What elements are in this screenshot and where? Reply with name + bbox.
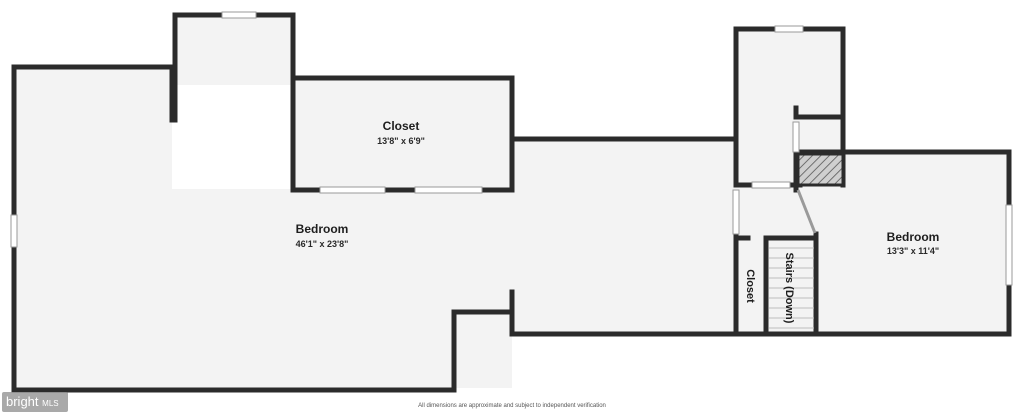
room-label-stairs: Stairs (Down)	[783, 253, 795, 324]
room-dims-bedroom-main: 46'1" x 23'8"	[296, 239, 349, 249]
room-label-closet-top: Closet	[383, 119, 420, 133]
floor-fill	[16, 15, 1009, 388]
watermark-text: bright	[6, 394, 39, 409]
door-line	[796, 189, 817, 234]
stair-treads	[769, 247, 814, 329]
disclaimer-text: All dimensions are approximate and subje…	[418, 403, 606, 409]
room-dims-closet-top: 13'8" x 6'9"	[377, 136, 425, 146]
room-label-bedroom-right: Bedroom	[887, 230, 940, 244]
room-dims-bedroom-right: 13'3" x 11'4"	[887, 246, 939, 256]
room-label-closet-small: Closet	[744, 269, 756, 303]
watermark-suffix: MLS	[42, 399, 59, 408]
brand-watermark: bright MLS	[2, 392, 68, 412]
room-label-bedroom-main: Bedroom	[296, 222, 349, 236]
chimney-hatch	[796, 152, 845, 187]
windows	[10, 11, 1013, 286]
